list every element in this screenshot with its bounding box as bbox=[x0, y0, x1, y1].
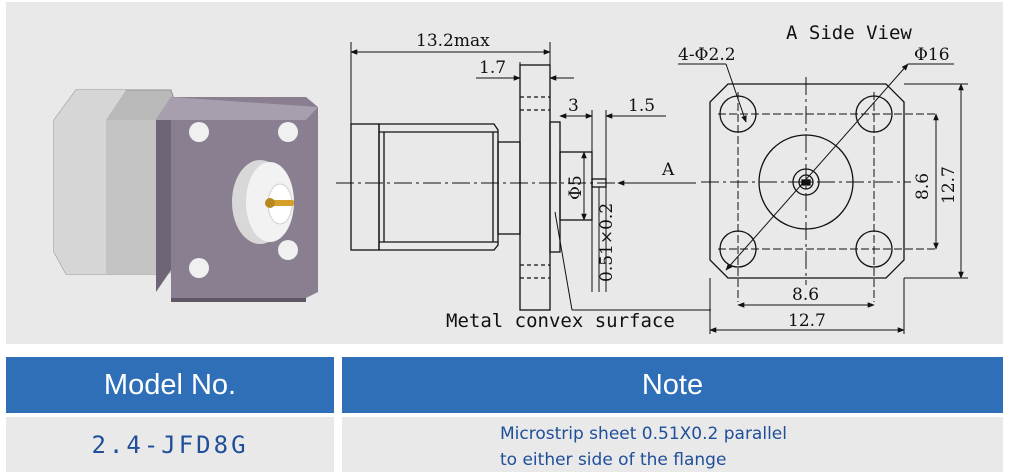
metal-surface-note: Metal convex surface bbox=[446, 310, 675, 332]
dim-horizontal-inner: 8.6 bbox=[792, 285, 819, 305]
dim-circle-diameter: Φ16 bbox=[914, 45, 950, 65]
drawing-panel: 13.2max 1.7 3 1.5 Φ5 0.51×0.2 A Metal co… bbox=[6, 2, 1003, 344]
note-line-2: to either side of the flange bbox=[500, 450, 727, 470]
flange-hole-bl bbox=[189, 258, 209, 278]
dim-overall-length: 13.2max bbox=[416, 31, 490, 51]
dim-pin-size: 0.51×0.2 bbox=[597, 203, 617, 282]
side-elevation bbox=[336, 42, 711, 311]
dim-pin-protrusion: 1.5 bbox=[628, 96, 655, 116]
dim-vertical-inner: 8.6 bbox=[913, 173, 933, 200]
cell-model-value: 2.4-JFD8G bbox=[6, 417, 334, 472]
dim-pin-offset: 3 bbox=[568, 96, 579, 116]
a-side-view-title: A Side View bbox=[786, 22, 912, 44]
header-model-no: Model No. bbox=[6, 357, 334, 413]
view-arrow-label: A bbox=[661, 160, 675, 180]
flange-hole-br bbox=[278, 240, 298, 260]
dim-flange-thickness: 1.7 bbox=[479, 58, 506, 78]
flange-hole-tr bbox=[278, 122, 298, 142]
a-side-view bbox=[678, 63, 968, 334]
dim-hole-spec: 4-Φ2.2 bbox=[678, 45, 736, 65]
dim-body-diameter: Φ5 bbox=[566, 175, 586, 200]
dim-horizontal-outer: 12.7 bbox=[788, 311, 826, 331]
cell-note: Microstrip sheet 0.51X0.2 parallel to ei… bbox=[342, 417, 1003, 472]
technical-drawing: 13.2max 1.7 3 1.5 Φ5 0.51×0.2 A Metal co… bbox=[53, 22, 968, 334]
connector-3d-render bbox=[53, 89, 318, 302]
dim-vertical-outer: 12.7 bbox=[939, 166, 959, 204]
header-note: Note bbox=[342, 357, 1003, 413]
flange-hole-tl bbox=[189, 122, 209, 142]
spec-table: Model No. Note 2.4-JFD8G Microstrip shee… bbox=[6, 357, 1003, 472]
note-line-1: Microstrip sheet 0.51X0.2 parallel bbox=[500, 424, 787, 444]
